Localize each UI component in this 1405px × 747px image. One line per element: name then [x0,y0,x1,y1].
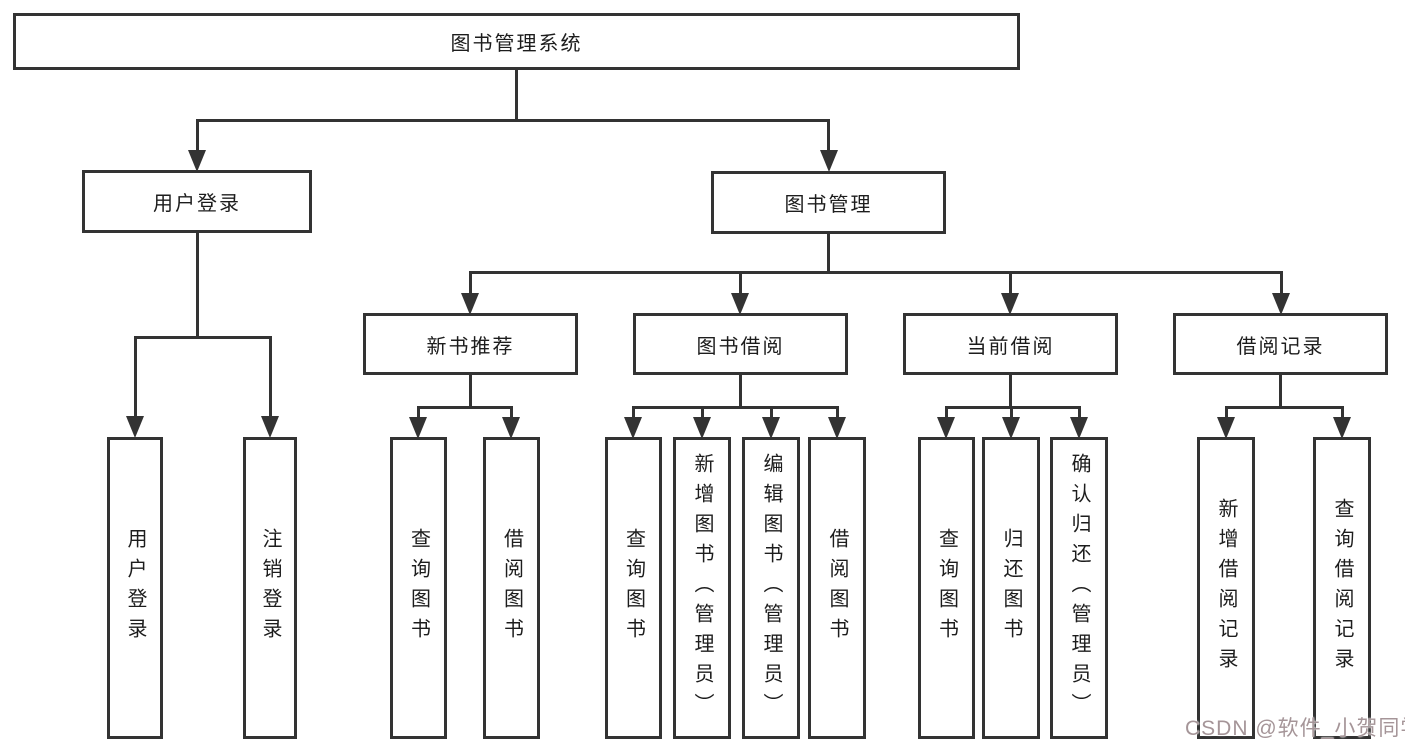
arrow-down-icon [731,293,749,315]
connector-drop-leaf [417,406,420,419]
node-query-borrow-record: 查询借阅记录 [1313,437,1371,739]
node-label: 图书借阅 [696,335,785,358]
arrow-down-icon [1001,293,1019,315]
connector-recommend-stem [469,375,472,407]
node-query-books-current: 查询图书 [918,437,975,739]
node-edit-books-admin: 编辑图书（管理员） [742,437,800,739]
connector-root-stem [515,68,518,120]
node-new-book-recommend: 新书推荐 [363,313,578,375]
connector-drop-leaf [701,406,704,419]
arrow-down-icon [1002,417,1020,439]
arrow-down-icon [126,416,144,438]
node-label: 图书管理系统 [450,33,583,55]
node-borrow-books-recommend: 借阅图书 [483,437,540,739]
arrow-down-icon [693,417,711,439]
connector-borrow-stem [739,375,742,407]
connector-drop-recommend [469,271,472,296]
arrow-down-icon [1272,293,1290,315]
connector-book-management-stem [827,234,830,272]
node-add-borrow-record: 新增借阅记录 [1197,437,1255,739]
node-book-borrow: 图书借阅 [633,313,848,375]
connector-drop-leaf [836,406,839,419]
arrow-down-icon [1070,417,1088,439]
connector-borrow-hline [632,406,839,409]
connector-drop-leaf [632,406,635,419]
connector-current-stem [1009,375,1012,407]
node-label: 编辑图书（管理员） [760,453,782,723]
node-add-books-admin: 新增图书（管理员） [673,437,731,739]
node-confirm-return-admin: 确认归还（管理员） [1050,437,1108,739]
node-book-management: 图书管理 [711,171,946,234]
connector-drop-records [1280,271,1283,296]
arrow-down-icon [1333,417,1351,439]
node-label: 查询借阅记录 [1331,498,1353,678]
connector-drop-borrow [739,271,742,296]
connector-drop-login-leaf [134,336,137,418]
connector-drop-current [1009,271,1012,296]
connector-records-hline [1225,406,1343,409]
node-label: 借阅图书 [500,528,523,648]
connector-drop-book-management [827,119,830,152]
node-label: 新增借阅记录 [1215,498,1237,678]
node-logout-leaf: 注销登录 [243,437,297,739]
connector-drop-leaf [1078,406,1081,419]
node-label: 查询图书 [935,528,958,648]
arrow-down-icon [188,150,206,172]
node-label: 借阅图书 [826,528,848,648]
connector-drop-leaf [1225,406,1228,419]
node-query-books-recommend: 查询图书 [390,437,447,739]
arrow-down-icon [828,417,846,439]
connector-recommend-hline [417,406,513,409]
node-label: 用户登录 [124,528,146,648]
node-label: 确认归还（管理员） [1068,453,1090,723]
connector-records-stem [1279,375,1282,407]
node-label: 查询图书 [622,528,645,648]
node-label: 归还图书 [1000,528,1022,648]
connector-drop-leaf [945,406,948,419]
node-label: 借阅记录 [1236,335,1325,358]
connector-drop-leaf [1010,406,1013,419]
node-borrow-records: 借阅记录 [1173,313,1388,375]
connector-drop-leaf [510,406,513,419]
arrow-down-icon [937,417,955,439]
node-user-login: 用户登录 [82,170,312,233]
connector-drop-leaf [770,406,773,419]
node-return-books: 归还图书 [982,437,1040,739]
connector-drop-user-login [196,119,199,152]
arrow-down-icon [1217,417,1235,439]
csdn-watermark: CSDN @软件_小贺同学 [1185,717,1405,740]
node-label: 当前借阅 [966,335,1055,358]
node-label: 注销登录 [259,528,281,648]
node-label: 新增图书（管理员） [691,453,713,723]
node-borrow-books: 借阅图书 [808,437,866,739]
node-query-books-borrow: 查询图书 [605,437,662,739]
arrow-down-icon [502,417,520,439]
node-label: 用户登录 [153,193,241,215]
connector-level2-hline [469,271,1283,274]
node-user-login-leaf: 用户登录 [107,437,163,739]
arrow-down-icon [461,293,479,315]
connector-user-login-stem [196,233,199,337]
node-library-management-system: 图书管理系统 [13,13,1020,70]
node-current-borrow: 当前借阅 [903,313,1118,375]
connector-drop-logout-leaf [269,336,272,418]
arrow-down-icon [820,150,838,172]
arrow-down-icon [762,417,780,439]
arrow-down-icon [261,416,279,438]
node-label: 新书推荐 [426,335,515,358]
connector-drop-leaf [1341,406,1344,419]
node-label: 图书管理 [784,194,873,216]
arrow-down-icon [624,417,642,439]
node-label: 查询图书 [407,528,430,648]
arrow-down-icon [409,417,427,439]
connector-user-login-hline [134,336,272,339]
connector-level1-hline [196,119,830,122]
